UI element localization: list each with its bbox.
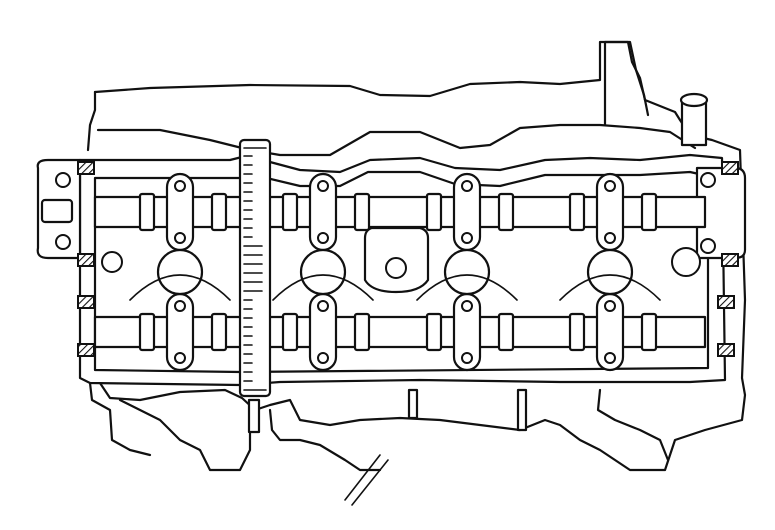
right-plate-bolt-bottom (700, 238, 716, 254)
spark-plug-boss-2 (299, 248, 347, 296)
intake-cam-lobe (353, 192, 371, 232)
lower-casting-edge (88, 381, 152, 457)
intake-cam-lobe (640, 192, 658, 232)
exhaust-cap-bolt (461, 300, 473, 312)
exhaust-cam-lobe (210, 312, 228, 352)
seal-block-left-2 (77, 253, 95, 267)
seal-block-right-3 (717, 295, 735, 309)
head-casting-left-edge (86, 90, 97, 152)
intake-cap-bolt (174, 232, 186, 244)
exhaust-cap-bolt (317, 300, 329, 312)
seal-block-right-1 (721, 161, 739, 175)
lower-casting-left (118, 398, 252, 472)
lower-stud-1 (407, 388, 419, 420)
right-head-hole (671, 247, 701, 277)
intake-cap-bolt (317, 232, 329, 244)
cover-ridge (96, 123, 697, 157)
lower-casting-right (596, 388, 670, 462)
intake-cap-bolt (604, 180, 616, 192)
exhaust-cap-bolt (317, 352, 329, 364)
seal-block-left-4 (77, 343, 95, 357)
exhaust-cam-lobe (281, 312, 299, 352)
exhaust-cam-lobe (425, 312, 443, 352)
intake-cam-lobe (281, 192, 299, 232)
exhaust-cap-bolt (604, 352, 616, 364)
exhaust-cam-lobe (640, 312, 658, 352)
exhaust-cap-bolt (604, 300, 616, 312)
intake-cam-lobe (568, 192, 586, 232)
lower-stud-2 (516, 388, 528, 432)
exhaust-cam-lobe (497, 312, 515, 352)
rear-bracket (603, 40, 650, 127)
filler-cap (679, 92, 709, 108)
combustion-dome-line (272, 274, 374, 301)
right-plate-bolt-top (700, 172, 716, 188)
intake-cap-bolt (604, 232, 616, 244)
intake-cam-lobe (138, 192, 156, 232)
intake-cam-lobe (497, 192, 515, 232)
cam-chamber (93, 170, 710, 374)
intake-cap-bolt (461, 180, 473, 192)
exhaust-cam-lobe (353, 312, 371, 352)
exhaust-cap-bolt (174, 352, 186, 364)
head-casting-outline (88, 40, 747, 472)
combustion-dome-line (129, 274, 231, 301)
left-plate-slot (40, 198, 74, 224)
seal-block-left-1 (77, 161, 95, 175)
intake-cam-lobe (425, 192, 443, 232)
combustion-dome-line (559, 274, 661, 301)
left-plate-bolt-top (55, 172, 71, 188)
camshafts (93, 172, 707, 372)
exhaust-cam-lobe (138, 312, 156, 352)
spark-plug-boss-3 (443, 248, 491, 296)
left-head-hole (101, 251, 123, 273)
center-boss-hole (385, 257, 407, 279)
lower-stud-3 (247, 398, 261, 434)
seal-block-left-3 (77, 295, 95, 309)
timing-sprocket (238, 138, 272, 398)
seal-block-right-4 (717, 343, 735, 357)
spark-plug-boss-4 (586, 248, 634, 296)
lower-casting-mid (268, 408, 382, 472)
exhaust-cap-bolt (174, 300, 186, 312)
left-plate-bolt-bottom (55, 234, 71, 250)
intake-cap-bolt (317, 180, 329, 192)
intake-cap-bolt (174, 180, 186, 192)
seal-block-right-2 (721, 253, 739, 267)
exhaust-cap-bolt (461, 352, 473, 364)
intake-cam-lobe (210, 192, 228, 232)
spark-plug-boss-1 (156, 248, 204, 296)
combustion-dome-line (416, 274, 518, 301)
distributor-drive (344, 454, 389, 506)
intake-cap-bolt (461, 232, 473, 244)
exhaust-cam-lobe (568, 312, 586, 352)
